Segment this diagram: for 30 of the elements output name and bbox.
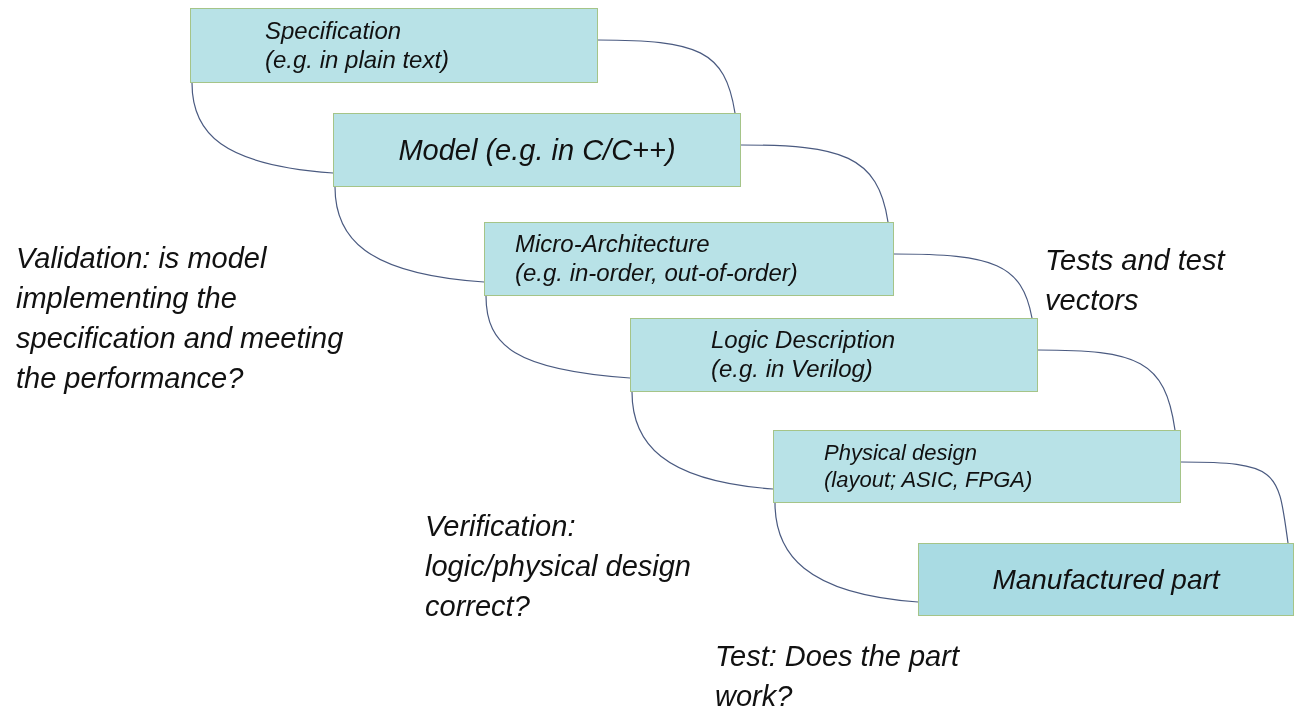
note-text: Verification: logic/physical design correct?: [425, 509, 692, 624]
process-box: [190, 8, 598, 83]
connector-line: [191, 82, 334, 174]
box-text: Model (e.g. in C/C++): [398, 132, 676, 168]
box-text: Logic Description: [711, 326, 896, 355]
connector-line: [485, 295, 631, 379]
process-box: [333, 113, 741, 187]
box-text: Manufactured part: [992, 562, 1220, 597]
box-text: (e.g. in-order, out-of-order): [515, 259, 798, 288]
box-text: Micro-Architecture: [515, 230, 710, 259]
process-box: [773, 430, 1181, 503]
box-text: (layout; ASIC, FPGA): [824, 466, 1033, 493]
connector-line: [774, 502, 919, 603]
connector-line: [893, 253, 1033, 319]
box-text: (e.g. in plain text): [265, 45, 450, 75]
box-text: (e.g. in Verilog): [711, 355, 873, 384]
connector-line: [740, 144, 889, 223]
note-text: Test: Does the part work?: [715, 639, 961, 714]
connector-line: [1180, 461, 1289, 544]
note-text: Tests and test vectors: [1045, 243, 1227, 318]
connector-line: [631, 391, 774, 490]
process-box: [484, 222, 894, 296]
box-text: Specification: [265, 16, 402, 46]
note-text: Validation: is model implementing the specification and meeting the performance?: [16, 241, 345, 396]
connector-line: [597, 39, 736, 114]
connector-line: [1037, 349, 1176, 431]
process-box: [918, 543, 1294, 616]
process-box: [630, 318, 1038, 392]
connector-line: [334, 186, 485, 283]
box-text: Physical design: [824, 440, 977, 467]
